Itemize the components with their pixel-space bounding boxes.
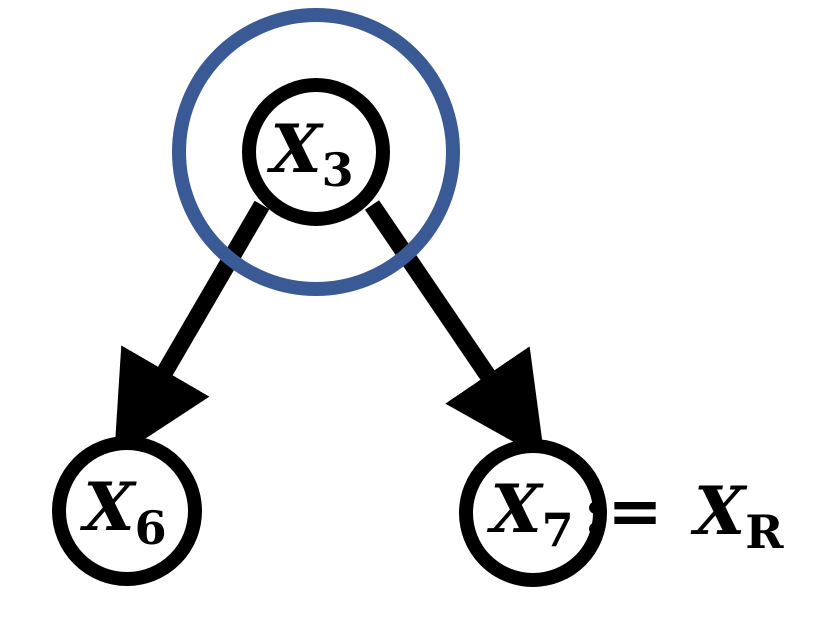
node-x3-label: X3 xyxy=(266,110,353,197)
node-x3-sub: 3 xyxy=(322,143,354,197)
node-x7-label: X7 xyxy=(486,470,573,557)
assignment-value: XR xyxy=(690,472,784,559)
edge-x3-to-x7 xyxy=(364,200,545,460)
node-x3-circle xyxy=(242,78,390,226)
edge-x3-to-x6 xyxy=(114,200,270,460)
assignment-var: X xyxy=(690,472,748,550)
node-x6-var: X xyxy=(79,468,137,546)
node-x6-label: X6 xyxy=(79,468,166,555)
assignment-sub: R xyxy=(745,505,784,559)
node-x3: X3 xyxy=(242,78,390,226)
node-x6-circle xyxy=(52,436,202,586)
highlight-ring xyxy=(172,8,460,296)
node-x3-var: X xyxy=(266,110,324,188)
node-x6-sub: 6 xyxy=(135,501,167,555)
node-x7-sub: 7 xyxy=(542,503,574,557)
node-x7: X7 xyxy=(459,439,607,587)
node-x7-var: X xyxy=(486,470,544,548)
node-x6: X6 xyxy=(52,436,202,586)
assignment-operator: := xyxy=(583,472,663,550)
node-x7-circle xyxy=(459,439,607,587)
